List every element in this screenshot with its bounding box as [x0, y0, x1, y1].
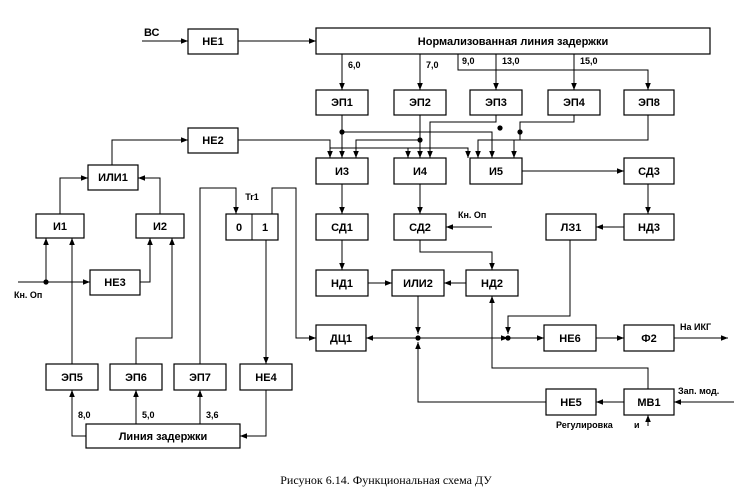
block-ne1-label: НЕ1	[202, 36, 223, 48]
block-sd1-label: СД1	[331, 222, 353, 234]
block-ep4-label: ЭП4	[563, 97, 586, 109]
input-i-mark-label: и	[634, 420, 640, 430]
input-kn-op-left-label: Кн. Оп	[14, 290, 42, 300]
block-f2-label: Ф2	[641, 333, 657, 345]
block-ep4: ЭП4	[547, 89, 601, 116]
block-nld: Нормализованная линия задержки	[315, 27, 711, 55]
block-ep1-label: ЭП1	[331, 97, 353, 109]
block-tr1-zero: 0	[236, 222, 242, 234]
input-zap-mod-label: Зап. мод.	[678, 386, 719, 396]
block-i3: И3	[315, 157, 369, 185]
block-dc1: ДЦ1	[315, 324, 367, 352]
block-ili2-label: ИЛИ2	[403, 278, 433, 290]
block-tr1: 0 1 Tr1	[225, 192, 279, 241]
block-i4: И4	[393, 157, 447, 185]
block-nd3-label: НД3	[638, 222, 660, 234]
output-na-ikg-label: На ИКГ	[680, 322, 711, 332]
tap-label-7-0: 7,0	[426, 60, 439, 70]
block-ep2: ЭП2	[393, 89, 447, 116]
block-i3-label: И3	[335, 166, 349, 178]
block-ne5-label: НЕ5	[560, 397, 581, 409]
block-sd2-label: СД2	[409, 222, 431, 234]
tap-label-13-0: 13,0	[502, 56, 520, 66]
figure-caption: Рисунок 6.14. Функциональная схема ДУ	[280, 473, 492, 487]
block-i1-label: И1	[53, 221, 67, 233]
block-tr1-label: Tr1	[245, 192, 259, 202]
block-dc1-label: ДЦ1	[330, 333, 352, 345]
block-sd3: СД3	[623, 157, 675, 185]
block-ne6: НЕ6	[543, 324, 597, 352]
input-bc-label: ВС	[144, 27, 160, 39]
block-f2: Ф2	[623, 324, 675, 352]
block-ili2: ИЛИ2	[391, 269, 445, 297]
block-ne6-label: НЕ6	[559, 333, 580, 345]
input-kn-op-mid-label: Кн. Оп	[458, 210, 486, 220]
tap-label-6-0: 6,0	[348, 60, 361, 70]
block-ne4: НЕ4	[239, 363, 293, 391]
input-regulirovka-label: Регулировка	[556, 420, 614, 430]
block-ep6: ЭП6	[109, 363, 163, 391]
block-tr1-one: 1	[262, 222, 268, 234]
block-nd3: НД3	[623, 213, 675, 241]
tap-label-8-0: 8,0	[78, 410, 91, 420]
block-ne3: НЕ3	[89, 269, 141, 296]
block-ili1-label: ИЛИ1	[98, 172, 128, 184]
block-nd2: НД2	[465, 269, 519, 297]
junctions	[43, 125, 523, 341]
block-ep6-label: ЭП6	[125, 372, 147, 384]
block-ili1: ИЛИ1	[87, 164, 139, 191]
block-ne3-label: НЕ3	[104, 277, 125, 289]
block-sd1: СД1	[315, 213, 369, 241]
tap-label-9-0: 9,0	[462, 56, 475, 66]
block-ep3-label: ЭП3	[485, 97, 507, 109]
block-nd1: НД1	[315, 269, 369, 297]
block-ep8-label: ЭП8	[638, 97, 660, 109]
block-ne4-label: НЕ4	[255, 372, 277, 384]
block-i5: И5	[469, 157, 523, 185]
block-ep1: ЭП1	[315, 89, 369, 116]
tap-label-5-0: 5,0	[142, 410, 155, 420]
block-ep3: ЭП3	[469, 89, 523, 116]
tap-label-15-0: 15,0	[580, 56, 598, 66]
block-i2-label: И2	[153, 221, 167, 233]
block-ne2-label: НЕ2	[202, 135, 223, 147]
block-ld-label: Линия задержки	[119, 431, 208, 443]
block-i4-label: И4	[413, 166, 428, 178]
block-ne1: НЕ1	[187, 28, 239, 55]
block-mv1: МВ1	[623, 388, 675, 416]
block-ld: Линия задержки	[85, 423, 241, 449]
block-i1: И1	[35, 213, 85, 239]
block-lz1: ЛЗ1	[545, 213, 597, 241]
block-ne2: НЕ2	[187, 127, 239, 154]
block-mv1-label: МВ1	[637, 397, 660, 409]
block-lz1-label: ЛЗ1	[561, 222, 582, 234]
block-sd3-label: СД3	[638, 166, 660, 178]
block-ep5-label: ЭП5	[61, 372, 83, 384]
block-nd1-label: НД1	[331, 278, 353, 290]
block-ep2-label: ЭП2	[409, 97, 431, 109]
block-i2: И2	[135, 213, 185, 239]
block-sd2: СД2	[393, 213, 447, 241]
block-ne5: НЕ5	[545, 388, 597, 416]
block-nld-label: Нормализованная линия задержки	[418, 36, 608, 48]
block-ep7-label: ЭП7	[189, 372, 211, 384]
block-ep7: ЭП7	[173, 363, 227, 391]
block-ep8: ЭП8	[623, 89, 675, 116]
block-nd2-label: НД2	[481, 278, 503, 290]
tap-label-3-6: 3,6	[206, 410, 219, 420]
block-i5-label: И5	[489, 166, 503, 178]
block-ep5: ЭП5	[45, 363, 99, 391]
